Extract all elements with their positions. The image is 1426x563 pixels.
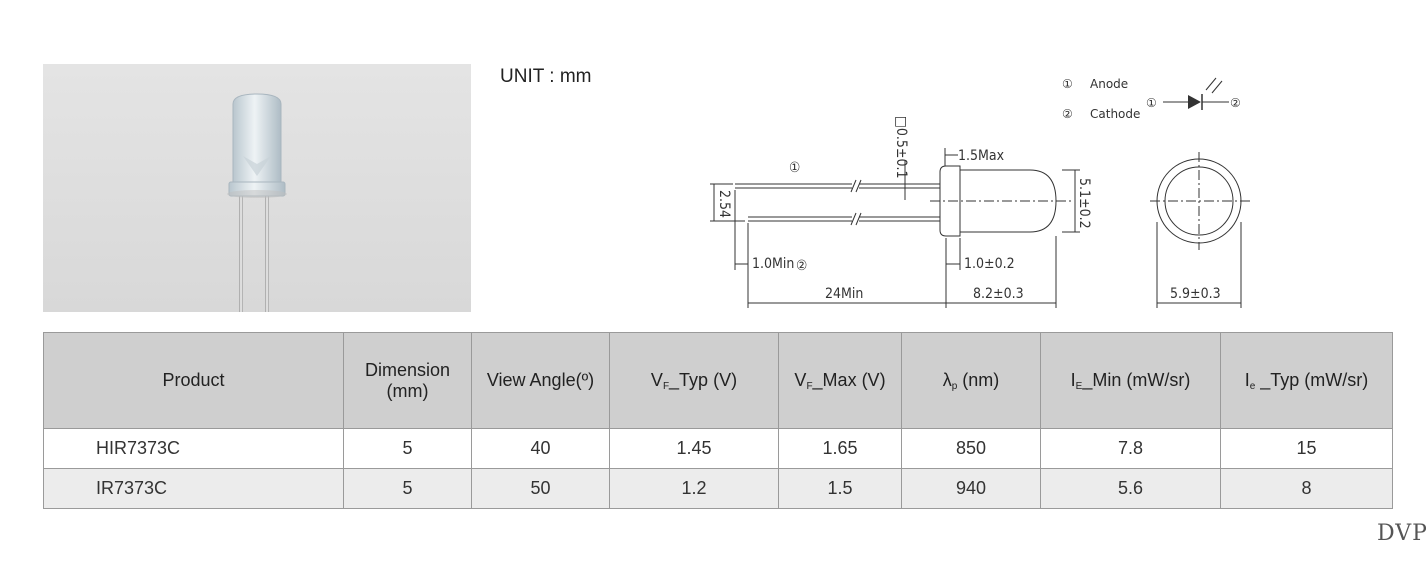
header-vf-max: VF_Max (V)	[778, 332, 902, 429]
footer-mark: DVP	[1377, 521, 1426, 546]
table-row: HIR7373C 5 40 1.45 1.65 850 7.8 15	[43, 428, 1393, 469]
header-ie-typ: Ie _Typ (mW/sr)	[1220, 332, 1393, 429]
unit-label: UNIT : mm	[500, 66, 592, 87]
ie-typ-rest: _Typ (mW/sr)	[1255, 369, 1369, 390]
lead-square-dim: □0.5±0.1	[893, 116, 909, 179]
lambda-rest: (nm)	[957, 369, 1000, 390]
vf-typ-rest: _Typ (V)	[669, 369, 738, 390]
header-lambda: λp (nm)	[901, 332, 1041, 429]
body-length-dim: 8.2±0.3	[973, 286, 1024, 302]
cell-vf-typ: 1.45	[609, 428, 779, 469]
symbol-right-num: ②	[1230, 96, 1241, 110]
vf-max-symbol: V	[794, 369, 807, 390]
cell-vf-max: 1.65	[778, 428, 902, 469]
pin-1-marker: ①	[789, 160, 800, 176]
cell-ie-typ: 15	[1220, 428, 1393, 469]
diode-symbol	[1188, 95, 1201, 109]
cell-product: HIR7373C	[43, 428, 344, 469]
led-product-photo	[43, 64, 471, 312]
cell-vf-max: 1.5	[778, 468, 902, 509]
cell-lambda: 940	[901, 468, 1041, 509]
vf-max-subscript: F	[806, 380, 813, 392]
cell-lambda: 850	[901, 428, 1041, 469]
flange-thick-dim: 1.0±0.2	[964, 256, 1015, 272]
cathode-label: Cathode	[1090, 107, 1140, 121]
spec-table: Product Dimension (mm) View Angle(º) VF_…	[43, 332, 1393, 509]
cell-view-angle: 50	[471, 468, 610, 509]
header-ie-min: IE_Min (mW/sr)	[1040, 332, 1221, 429]
ie-typ-symbol: I	[1244, 369, 1250, 390]
table-header-row: Product Dimension (mm) View Angle(º) VF_…	[43, 332, 1393, 429]
body-diameter-dim: 5.1±0.2	[1076, 178, 1092, 229]
cell-ie-min: 7.8	[1040, 428, 1221, 469]
header-view-angle: View Angle(º)	[471, 332, 610, 429]
pitch-dim: 2.54	[716, 190, 732, 218]
vf-typ-subscript: F	[662, 380, 670, 392]
cut-min-dim: 1.0Min	[752, 256, 794, 272]
vf-max-rest: _Max (V)	[812, 369, 886, 390]
led-photo-graphic	[227, 93, 287, 312]
pin-2-marker: ②	[796, 258, 807, 274]
anode-label: Anode	[1090, 77, 1128, 91]
table-row: IR7373C 5 50 1.2 1.5 940 5.6 8	[43, 468, 1393, 509]
lambda-subscript: p	[951, 380, 958, 392]
dimension-drawing: ① Anode ② Cathode ① ② ① □0.5±0.1 1.	[690, 64, 1290, 314]
header-dimension-line2: (mm)	[386, 380, 429, 401]
flange-diameter-dim: 5.9±0.3	[1170, 286, 1221, 302]
cell-dimension: 5	[343, 428, 472, 469]
cell-ie-typ: 8	[1220, 468, 1393, 509]
cell-view-angle: 40	[471, 428, 610, 469]
cell-product: IR7373C	[43, 468, 344, 509]
ie-min-rest: _Min (mW/sr)	[1082, 369, 1191, 390]
symbol-left-num: ①	[1146, 96, 1157, 110]
lead-length-dim: 24Min	[825, 286, 863, 302]
cathode-num: ②	[1062, 107, 1073, 121]
lambda-symbol: λ	[942, 369, 952, 390]
anode-num: ①	[1062, 77, 1073, 91]
header-product: Product	[43, 332, 344, 429]
header-vf-typ: VF_Typ (V)	[609, 332, 779, 429]
cell-ie-min: 5.6	[1040, 468, 1221, 509]
ie-min-subscript: E	[1075, 380, 1083, 392]
dimension-drawing-svg: ① Anode ② Cathode ① ② ① □0.5±0.1 1.	[710, 77, 1250, 308]
flange-max-dim: 1.5Max	[958, 148, 1005, 164]
ie-min-symbol: I	[1070, 369, 1076, 390]
cell-dimension: 5	[343, 468, 472, 509]
ie-typ-subscript: e	[1249, 380, 1256, 392]
header-dimension-line1: Dimension	[364, 359, 451, 380]
header-dimension: Dimension (mm)	[343, 332, 472, 429]
cell-vf-typ: 1.2	[609, 468, 779, 509]
vf-typ-symbol: V	[650, 369, 663, 390]
